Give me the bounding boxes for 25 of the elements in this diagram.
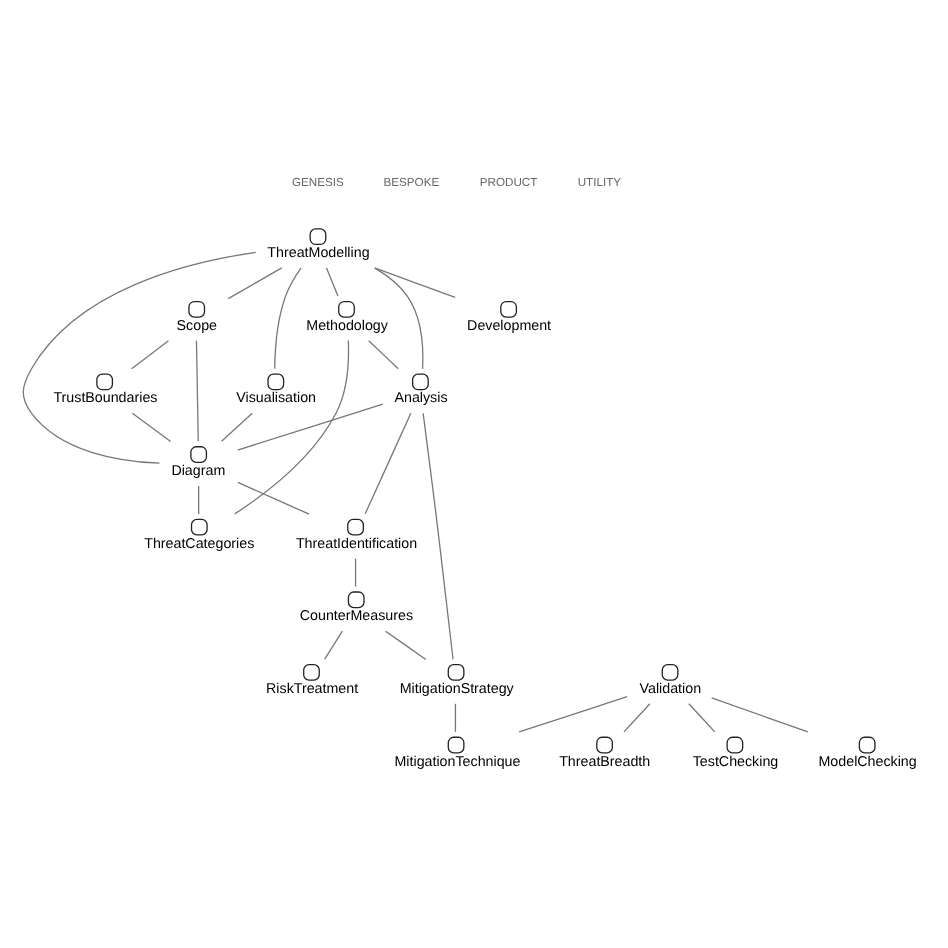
connector	[622, 703, 650, 733]
connector	[367, 340, 398, 370]
connector	[197, 485, 199, 515]
connector	[373, 267, 423, 370]
connector	[373, 267, 455, 299]
connector	[130, 412, 171, 443]
connector	[323, 630, 342, 660]
connector	[383, 630, 426, 661]
connector	[194, 340, 198, 442]
connector	[421, 412, 453, 660]
connector	[129, 340, 169, 370]
connector	[687, 703, 715, 733]
connector	[453, 703, 456, 733]
connector	[235, 403, 383, 451]
connector	[710, 697, 808, 733]
connector	[236, 481, 309, 515]
connector	[363, 412, 411, 515]
connector	[226, 267, 282, 300]
connector	[21, 251, 256, 464]
connector	[353, 557, 356, 588]
connector	[324, 267, 338, 297]
connector	[233, 339, 349, 515]
connector	[219, 412, 252, 442]
connector	[273, 267, 301, 370]
connector	[517, 695, 627, 733]
